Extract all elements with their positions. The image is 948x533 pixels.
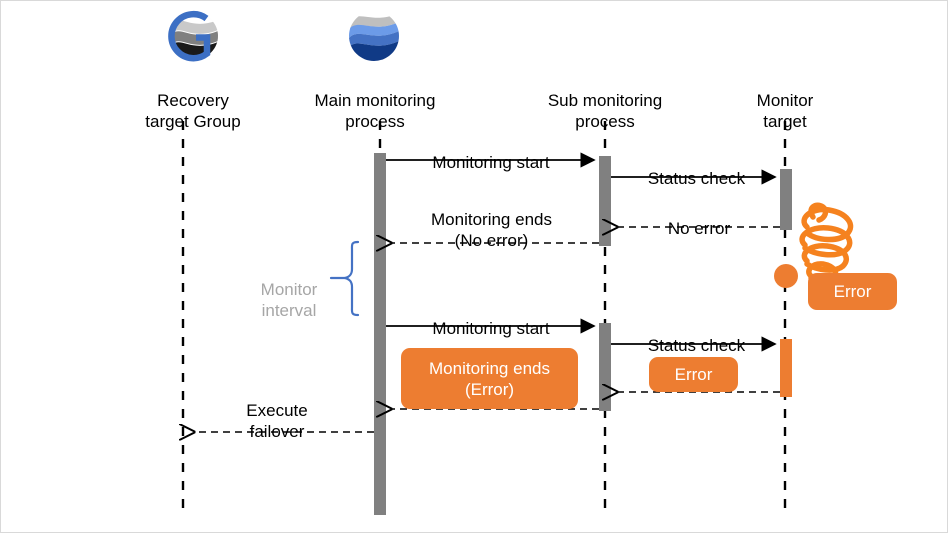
lifeline-header-monitor-target: Monitor target <box>720 69 850 132</box>
message-text: Monitoring start <box>432 153 550 172</box>
message-label-status-check-2: Status check <box>619 314 774 356</box>
monitoring-ends-error-box: Monitoring ends (Error) <box>401 348 578 409</box>
lifeline-label: Main monitoring process <box>314 91 436 131</box>
monitor-interval-label: Monitor interval <box>239 258 339 321</box>
message-label-status-check-1: Status check <box>619 147 774 189</box>
message-label-monitoring-start-2: Monitoring start <box>401 297 581 339</box>
message-text: Monitoring start <box>432 319 550 338</box>
activation-target-2 <box>780 339 792 397</box>
message-label-monitoring-start-1: Monitoring start <box>401 131 581 173</box>
message-label-execute-failover: Execute failover <box>197 379 357 442</box>
message-text: Execute failover <box>246 401 308 441</box>
lifeline-label: Monitor target <box>756 91 814 131</box>
activation-target-1 <box>780 169 792 230</box>
globe-logo-icon <box>349 11 399 61</box>
monitor-interval-text: Monitor interval <box>260 280 318 320</box>
lifeline-header-main-monitoring-process: Main monitoring process <box>290 69 460 132</box>
message-label-monitoring-ends-no-error: Monitoring ends (No error) <box>399 188 584 251</box>
error-badge-text: Error <box>833 282 872 301</box>
message-text: Status check <box>647 336 746 355</box>
message-text: Monitoring ends (No error) <box>431 210 552 250</box>
lifeline-header-recovery-target-group: Recovery target Group <box>113 69 273 132</box>
error-return-box: Error <box>649 357 738 392</box>
activation-main <box>374 153 386 515</box>
box-text: Monitoring ends (Error) <box>429 358 550 399</box>
globe-g-logo-icon <box>168 10 218 62</box>
message-text: No error <box>667 219 731 238</box>
activation-sub-1 <box>599 156 611 246</box>
activation-sub-2 <box>599 323 611 411</box>
box-text: Error <box>674 365 713 384</box>
error-dot-icon <box>774 264 798 288</box>
error-badge: Error <box>808 273 897 310</box>
message-label-no-error: No error <box>629 197 769 239</box>
lifeline-header-sub-monitoring-process: Sub monitoring process <box>520 69 690 132</box>
lifeline-label: Sub monitoring process <box>547 91 663 131</box>
lifeline-label: Recovery target Group <box>145 91 241 131</box>
message-text: Status check <box>647 169 746 188</box>
